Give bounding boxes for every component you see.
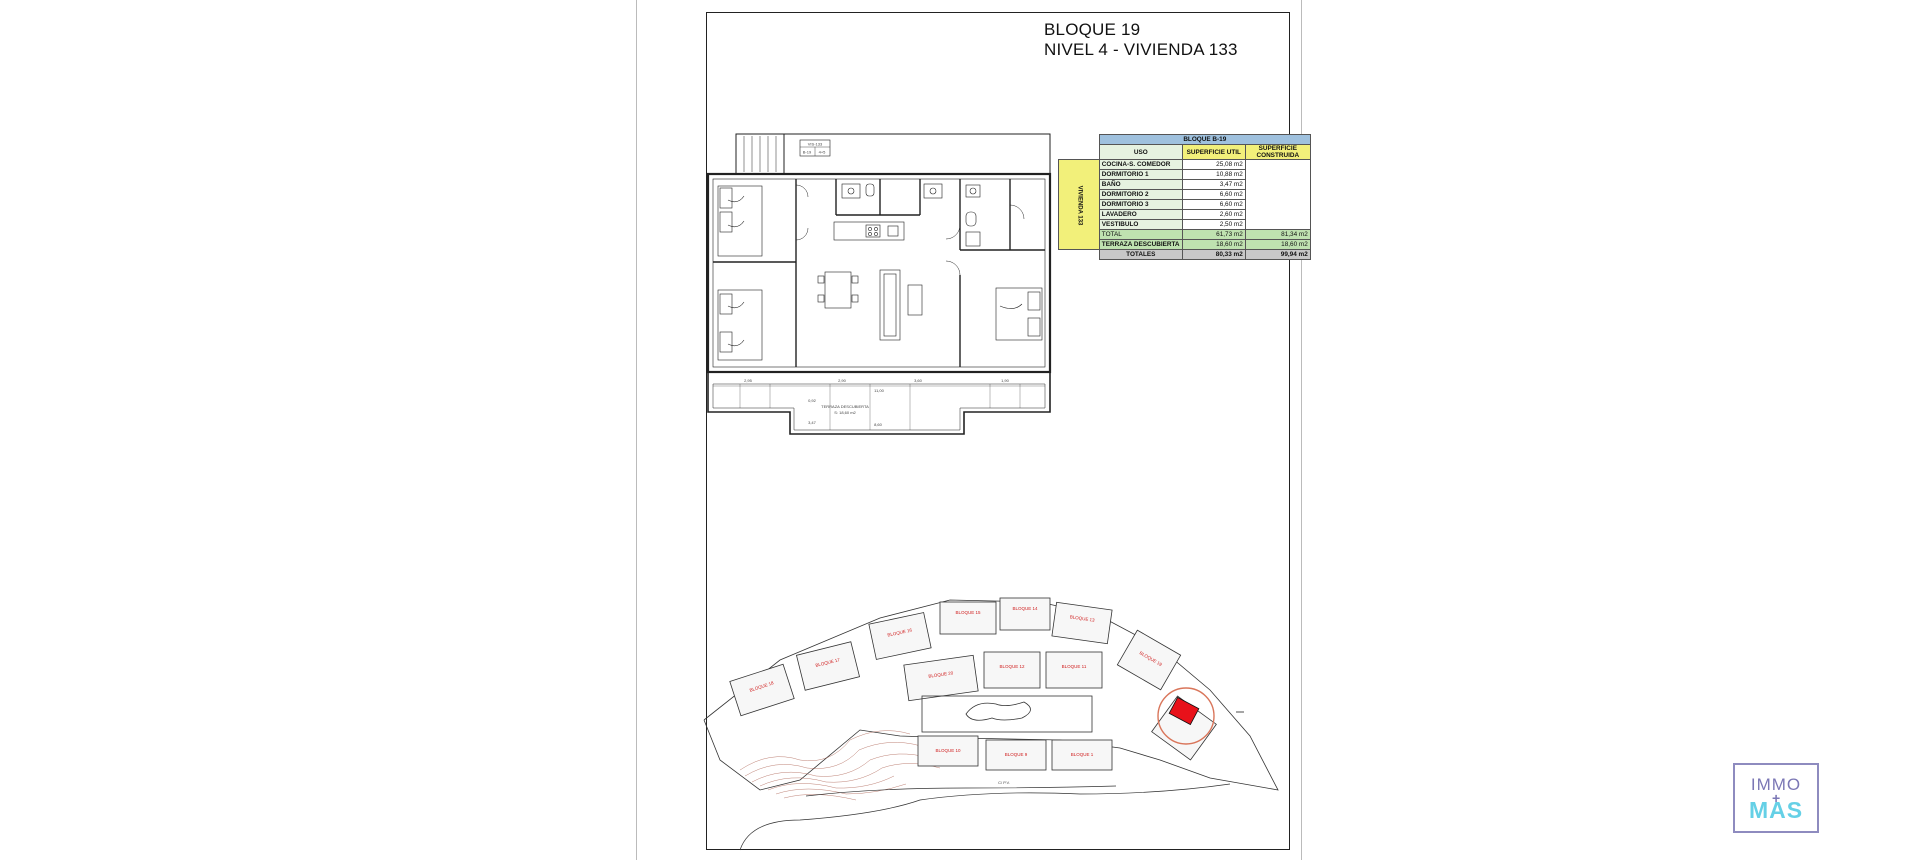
svg-text:1,90: 1,90 bbox=[1001, 378, 1010, 383]
area-table: BLOQUE B-19 USO SUPERFICIE UTIL SUPERFIC… bbox=[1058, 134, 1311, 260]
table-row: VIVIENDA 133 COCINA-S. COMEDOR 25,08 m2 bbox=[1058, 159, 1311, 250]
svg-text:BLOQUE 10: BLOQUE 10 bbox=[935, 748, 961, 753]
svg-text:2,90: 2,90 bbox=[838, 378, 847, 383]
svg-text:BLOQUE 11: BLOQUE 11 bbox=[1062, 664, 1087, 669]
svg-text:2,95: 2,95 bbox=[744, 378, 753, 383]
col-construida: SUPERFICIE CONSTRUIDA bbox=[1244, 144, 1311, 160]
immomas-logo: IMMO + MAS bbox=[1733, 763, 1819, 833]
bathroom-fixtures bbox=[841, 183, 981, 247]
stair-steps bbox=[743, 136, 777, 172]
bed-left-top bbox=[717, 185, 763, 257]
svg-text:BLOQUE 13: BLOQUE 13 bbox=[1069, 614, 1095, 623]
terrace-label: TERRAZA DESCUBIERTA bbox=[821, 404, 869, 409]
svg-text:BLOQUE 16: BLOQUE 16 bbox=[887, 627, 913, 637]
living-sofa bbox=[879, 269, 923, 341]
svg-text:BLOQUE 1: BLOQUE 1 bbox=[1071, 752, 1094, 757]
table-row-totales: TOTALES 80,33 m2 99,94 m2 bbox=[1059, 249, 1311, 260]
terrace bbox=[707, 372, 1051, 435]
svg-text:8,60: 8,60 bbox=[874, 422, 883, 427]
floor-plan: VIS-133 B-19 4+5 bbox=[706, 133, 1052, 435]
dining-table bbox=[817, 271, 859, 309]
terrace-area: S: 18,60 m2 bbox=[834, 410, 856, 415]
svg-text:11,00: 11,00 bbox=[874, 388, 884, 393]
svg-text:BLOQUE 14: BLOQUE 14 bbox=[1012, 606, 1038, 611]
plan-frame bbox=[706, 12, 1290, 850]
unit-highlight bbox=[1168, 696, 1200, 726]
logo-line2: MAS bbox=[1748, 797, 1804, 823]
kitchen bbox=[833, 221, 905, 241]
svg-text:3,60: 3,60 bbox=[914, 378, 923, 383]
svg-text:BLOQUE 17: BLOQUE 17 bbox=[815, 657, 841, 668]
site-plan: BLOQUE 18 BLOQUE 17 BLOQUE 16 BLOQUE 15 … bbox=[703, 597, 1279, 851]
bed-right bbox=[995, 287, 1043, 341]
contour-lines bbox=[739, 730, 941, 801]
site-pool bbox=[921, 695, 1093, 733]
svg-text:0,92: 0,92 bbox=[808, 398, 817, 403]
logo-plus-icon: + bbox=[1772, 790, 1781, 806]
unit-outer-wall bbox=[706, 172, 1052, 374]
door-swings bbox=[795, 184, 1025, 276]
interior-walls bbox=[713, 179, 1045, 367]
title-block: BLOQUE 19 bbox=[1044, 20, 1141, 39]
col-util: SUPERFICIE UTIL bbox=[1181, 144, 1246, 160]
svg-text:BLOQUE 15: BLOQUE 15 bbox=[955, 610, 981, 615]
svg-text:BLOQUE 9: BLOQUE 9 bbox=[1005, 752, 1028, 757]
svg-text:BLOQUE 20: BLOQUE 20 bbox=[928, 670, 954, 679]
location-circle bbox=[1157, 687, 1215, 745]
title-level-unit: NIVEL 4 - VIVIENDA 133 bbox=[1044, 40, 1238, 59]
logo-line1: IMMO bbox=[1750, 775, 1802, 794]
svg-text:3,47: 3,47 bbox=[808, 420, 817, 425]
svg-text:BLOQUE 12: BLOQUE 12 bbox=[999, 664, 1025, 669]
plan-title: BLOQUE 19 NIVEL 4 - VIVIENDA 133 bbox=[1044, 20, 1238, 60]
site-road bbox=[739, 783, 1231, 851]
site-buildings bbox=[729, 597, 1217, 771]
legend-c1: VIS-133 bbox=[808, 142, 823, 147]
unit-side-label: VIVIENDA 133 bbox=[1058, 159, 1100, 250]
site-street-label: C/ P.V. bbox=[998, 780, 1010, 785]
col-uso: USO bbox=[1098, 144, 1183, 160]
area-table-block: BLOQUE B-19 bbox=[1098, 134, 1311, 145]
legend-c3: 4+5 bbox=[819, 150, 827, 155]
bed-left-bottom bbox=[717, 289, 763, 361]
dimensions: 2,95 2,90 3,60 1,90 11,00 0,92 3,47 8,60 bbox=[744, 378, 1010, 427]
legend-c2: B-19 bbox=[803, 150, 812, 155]
site-boundary bbox=[703, 599, 1279, 791]
